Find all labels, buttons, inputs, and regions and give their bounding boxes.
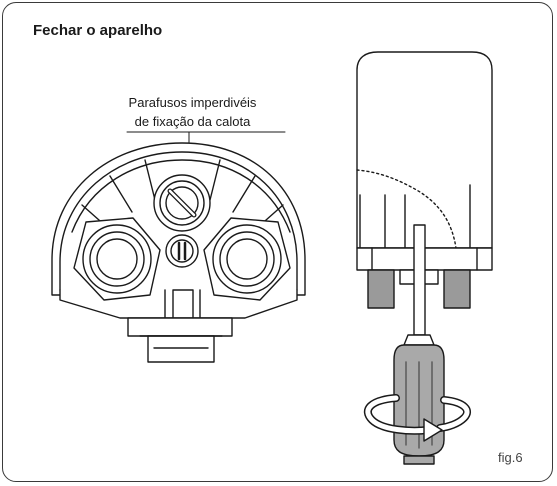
- center-screw-icon: [165, 234, 199, 268]
- cable-gland-icon: [203, 217, 291, 301]
- callout-line-2: de fixação da calota: [134, 114, 251, 129]
- page-title: Fechar o aparelho: [33, 22, 163, 39]
- device-side-view: [356, 51, 493, 309]
- rotation-arrow-icon: [363, 394, 471, 442]
- cable-gland-icon: [73, 217, 161, 301]
- screw-callout-label: Parafusos imperdivéis de fixação da calo…: [100, 93, 285, 131]
- figure-label: fig.6: [498, 450, 523, 465]
- callout-line-1: Parafusos imperdivéis: [128, 95, 257, 110]
- captive-screw-icon: [153, 174, 211, 232]
